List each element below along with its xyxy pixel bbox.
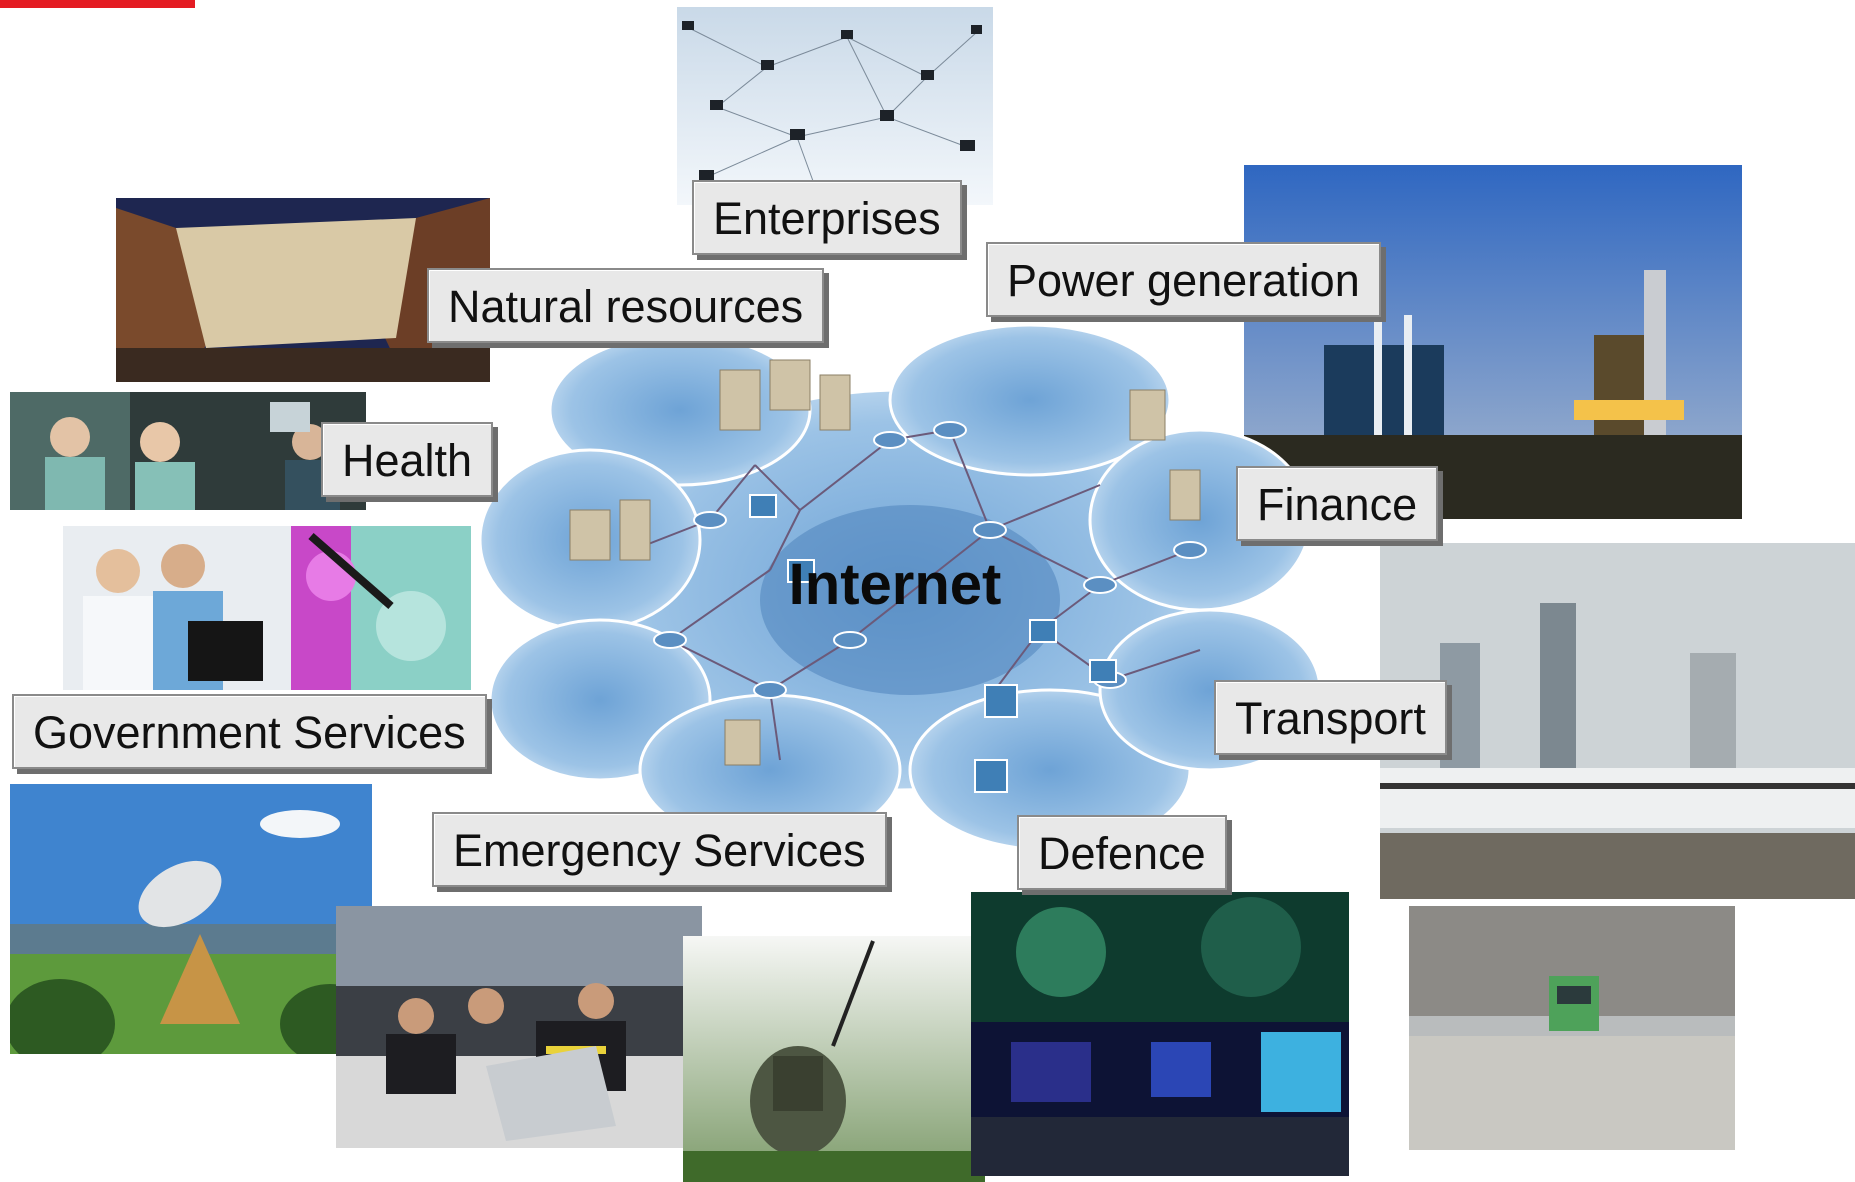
label-health: Health: [321, 422, 494, 497]
emergency-firefighters-photo: [336, 906, 702, 1148]
power-plant-photo: [1244, 165, 1742, 519]
label-transport: Transport: [1214, 680, 1447, 755]
satellite-dish-photo: [10, 784, 372, 1054]
defence-soldier-photo: [683, 936, 985, 1182]
label-natural-resources: Natural resources: [427, 268, 825, 343]
transport-tram-photo: [1409, 906, 1735, 1150]
internet-cloud-network: [478, 323, 1322, 852]
label-power-generation: Power generation: [986, 242, 1381, 317]
label-defence: Defence: [1017, 815, 1227, 890]
brand-accent-bar: [0, 0, 195, 8]
internet-label: Internet: [788, 552, 1002, 617]
health-surgeons-photo: [10, 392, 366, 510]
government-abstract-photo: [291, 526, 471, 690]
label-emergency-services: Emergency Services: [432, 812, 887, 887]
label-finance: Finance: [1236, 466, 1439, 541]
transport-skyline-photo: [1380, 543, 1855, 899]
government-doctors-photo: [63, 526, 291, 690]
defence-control-room-photo: [971, 892, 1349, 1176]
label-government-services: Government Services: [12, 694, 487, 769]
label-enterprises: Enterprises: [692, 180, 962, 255]
enterprises-network-photo: [677, 7, 993, 205]
